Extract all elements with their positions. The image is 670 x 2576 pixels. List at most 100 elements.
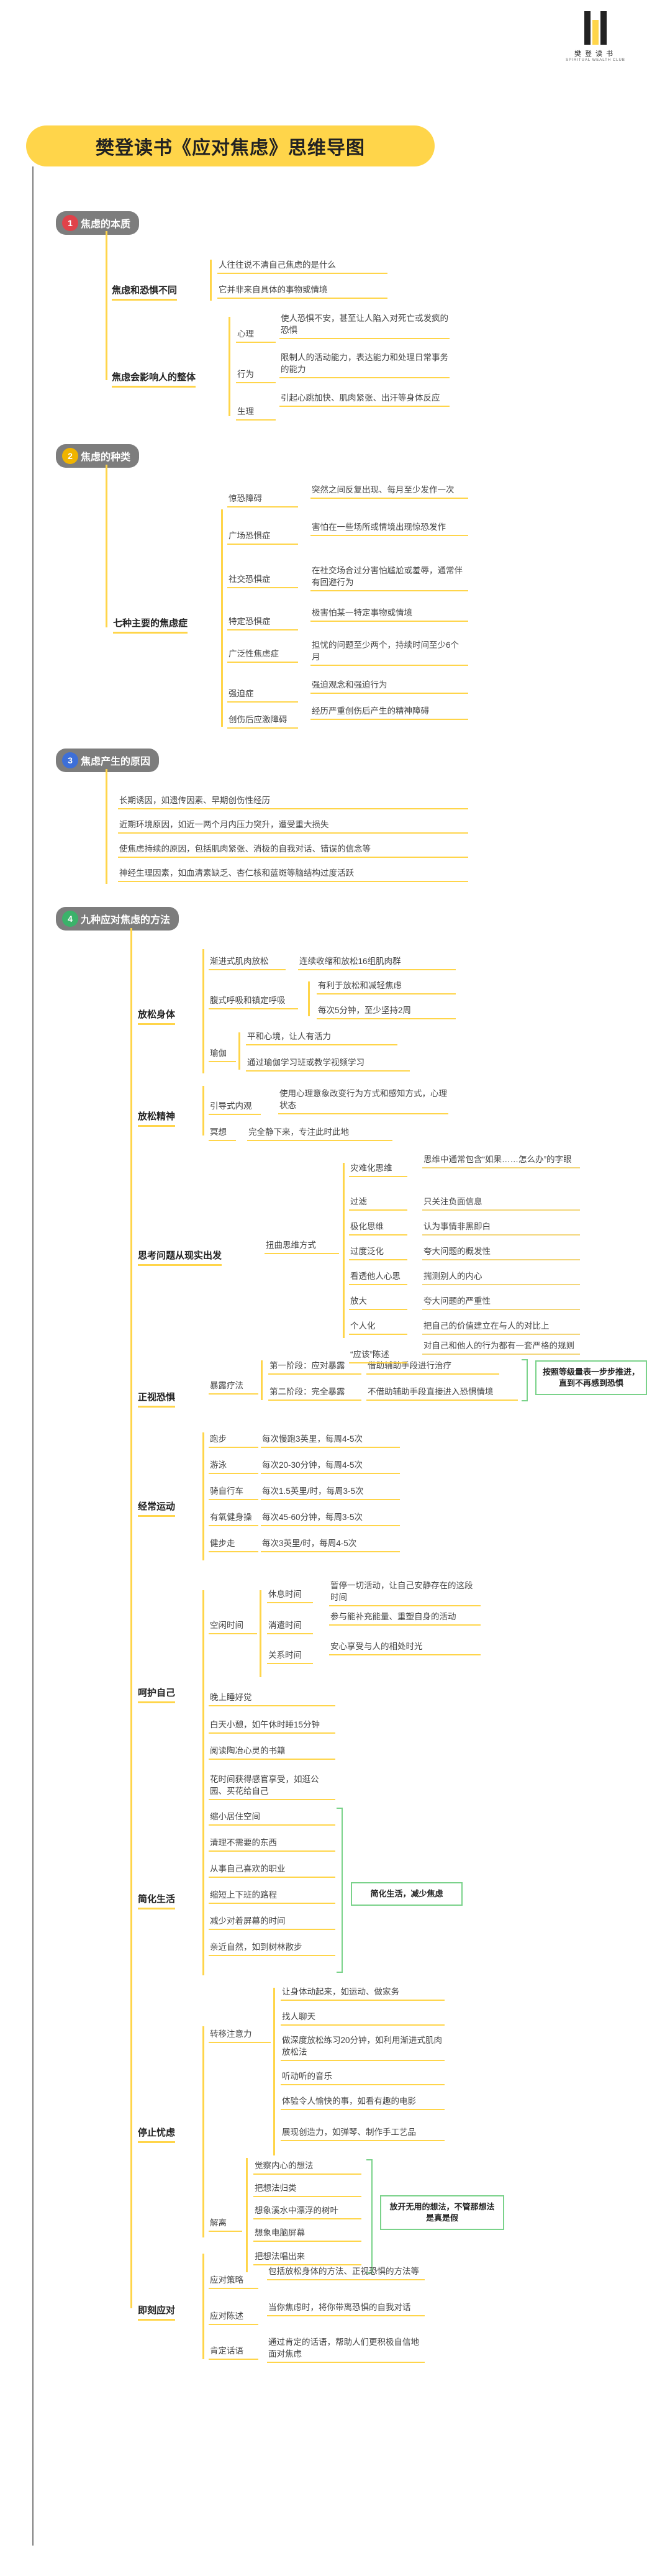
m3-item-1-key: 灾难化思维: [349, 1160, 407, 1177]
m5-item-1-key: 跑步: [209, 1431, 258, 1448]
s2-item-6-value: 强迫观念和强迫行为: [310, 677, 468, 694]
m3-item-5-value: 揣测别人的内心: [422, 1268, 580, 1285]
m3-k: 扭曲思维方式: [265, 1237, 339, 1254]
s1-n2-v1: 使人恐惧不安，甚至让人陷入对死亡或发疯的恐惧: [279, 311, 450, 339]
section-3-number: 3: [62, 752, 78, 768]
s1-n2-k2: 行为: [236, 366, 276, 383]
m7-note: 简化生活，减少焦虑: [351, 1882, 463, 1906]
m3-item-8-key: “应该”陈述: [349, 1347, 407, 1363]
m7-item-4: 缩短上下班的路程: [209, 1887, 335, 1904]
m4-label: 正视恐惧: [138, 1389, 176, 1408]
s2-item-7-key: 创伤后应激障碍: [227, 712, 298, 729]
m9-item-2-value: 当你焦虑时，将你带离恐惧的自我对话: [267, 2300, 425, 2316]
m8-b-item-4: 想象电脑屏幕: [253, 2225, 361, 2242]
s2-item-1-key: 惊恐障碍: [227, 491, 298, 507]
s3-item-3: 使焦虑持续的原因，包括肌肉紧张、消极的自我对话、错误的信念等: [118, 841, 468, 858]
m8-a-item-6: 展现创造力，如弹琴、制作手工艺品: [281, 2124, 445, 2141]
m6-sub-line: [260, 1590, 261, 1677]
m6-sub-2-value: 参与能补充能量、重塑自身的活动: [329, 1609, 481, 1626]
m8-note: 放开无用的想法，不管那想法是真是假: [380, 2195, 504, 2230]
m3-item-1-value: 思维中通常包含“如果……怎么办”的字眼: [422, 1152, 580, 1168]
m6-item-3: 阅读陶冶心灵的书籍: [209, 1743, 335, 1760]
s1-line: [106, 231, 107, 380]
s2-n1-line: [221, 509, 223, 727]
m7-item-3: 从事自己喜欢的职业: [209, 1861, 335, 1878]
m3-item-7-key: 个人化: [349, 1318, 407, 1335]
s1-n2-k3: 生理: [236, 404, 276, 421]
s1-n2-line: [229, 317, 230, 416]
m4-k: 暴露疗法: [209, 1378, 258, 1395]
m4-p1-k: 第一阶段：应对暴露: [268, 1358, 361, 1375]
m8-b-item-1: 觉察内心的想法: [253, 2158, 361, 2175]
m5-item-4-value: 每次45-60分钟，每周3-5次: [261, 1509, 400, 1526]
m2-line: [202, 1086, 204, 1136]
s2-item-5-value: 担忧的问题至少两个，持续时间至少6个月: [310, 637, 468, 666]
brand-sub: SPIRITUAL WEALTH CLUB: [566, 58, 625, 62]
page-title: 樊登读书《应对焦虑》思维导图: [26, 125, 435, 166]
s2-item-3-value: 在社交场合过分害怕尴尬或羞辱，通常伴有回避行为: [310, 563, 468, 591]
m5-item-4-key: 有氧健身操: [209, 1509, 258, 1526]
s3-line: [106, 769, 107, 884]
m8-a-item-5: 体验令人愉快的事，如看有趣的电影: [281, 2093, 445, 2110]
m9-label: 即刻应对: [138, 2302, 176, 2321]
m4-note: 按照等级量表一步步推进，直到不再感到恐惧: [535, 1360, 647, 1395]
section-3: 3 焦虑产生的原因: [56, 749, 160, 772]
m8-a-item-2: 找人聊天: [281, 2009, 445, 2026]
m3-item-2-key: 过滤: [349, 1194, 407, 1211]
s1-n1-item-1: 人往往说不清自己焦虑的是什么: [217, 257, 387, 274]
m5-line: [202, 1432, 204, 1560]
m1-a-k: 渐进式肌肉放松: [209, 953, 286, 970]
s2-item-7-value: 经历严重创伤后产生的精神障碍: [310, 703, 468, 720]
m6-item-2: 白天小憩，如午休时睡15分钟: [209, 1717, 335, 1734]
s3-item-1: 长期诱因，如遗传因素、早期创伤性经历: [118, 793, 468, 809]
m2-label: 放松精神: [138, 1108, 176, 1127]
section-2: 2 焦虑的种类: [56, 444, 140, 468]
m1-line: [202, 949, 204, 1073]
m1-b-v1: 有利于放松和减轻焦虑: [317, 978, 456, 994]
m5-item-3-value: 每次1.5英里/时，每周3-5次: [261, 1483, 400, 1500]
m9-item-2-key: 应对陈述: [209, 2308, 258, 2325]
m1-c-line: [238, 1032, 240, 1070]
section-1: 1 焦虑的本质: [56, 211, 140, 235]
s4-line: [130, 928, 132, 2308]
m8-b-item-2: 把想法归类: [253, 2180, 361, 2197]
m7-line: [202, 1808, 204, 1975]
s3-item-4: 神经生理因素，如血清素缺乏、杏仁核和蓝斑等脑结构过度活跃: [118, 865, 468, 882]
m5-label: 经常运动: [138, 1498, 176, 1517]
s2-item-2-key: 广场恐惧症: [227, 528, 298, 545]
s2-item-4-value: 极害怕某一特定事物或情境: [310, 605, 468, 622]
section-1-number: 1: [62, 215, 78, 231]
m3-item-3-value: 认为事情非黑即白: [422, 1219, 580, 1236]
m1-label: 放松身体: [138, 1006, 176, 1025]
m4-p2-k: 第二阶段：完全暴露: [268, 1384, 361, 1401]
m8-b-item-5: 把想法唱出来: [253, 2249, 361, 2265]
m3-item-6-value: 夸大问题的严重性: [422, 1293, 580, 1310]
s2-item-2-value: 害怕在一些场所或情境出现惊恐发作: [310, 519, 468, 536]
m9-item-3-value: 通过肯定的话语，帮助人们更积极自信地面对焦虑: [267, 2334, 425, 2363]
s1-node-1: 焦虑和恐惧不同: [112, 282, 178, 301]
m8-b-item-3: 想象溪水中漂浮的树叶: [253, 2203, 361, 2219]
m8-a-line: [273, 1988, 275, 2155]
m3-item-3-key: 极化思维: [349, 1219, 407, 1236]
m8-a-item-1: 让身体动起来，如运动、做家务: [281, 1984, 445, 2001]
m1-c-k: 瑜伽: [209, 1045, 236, 1062]
brand-logo: 樊登读书 SPIRITUAL WEALTH CLUB: [564, 11, 627, 62]
m6-label: 呵护自己: [138, 1685, 176, 1703]
m6-sub-1-key: 休息时间: [267, 1586, 313, 1603]
m7-item-1: 缩小居住空间: [209, 1809, 335, 1826]
m9-item-3-key: 肯定话语: [209, 2343, 258, 2360]
s1-n1-line: [210, 260, 212, 301]
logo-mark-icon: [583, 11, 608, 45]
m3-item-5-key: 看透他人心思: [349, 1268, 407, 1285]
s2-item-5-key: 广泛性焦虑症: [227, 646, 298, 663]
m8-b-line: [246, 2158, 248, 2272]
m1-b-line: [308, 981, 310, 1016]
m2-b-k: 冥想: [209, 1124, 236, 1141]
m5-item-1-value: 每次慢跑3英里，每周4-5次: [261, 1431, 400, 1448]
m8-brace: [366, 2159, 373, 2273]
m4-line: [261, 1360, 263, 1400]
m8-b-k: 解离: [209, 2215, 242, 2232]
s3-item-2: 近期环境原因，如近一两个月内压力突升，遭受重大损失: [118, 817, 468, 834]
m6-line: [202, 1590, 204, 1832]
section-4-number: 4: [62, 911, 78, 927]
